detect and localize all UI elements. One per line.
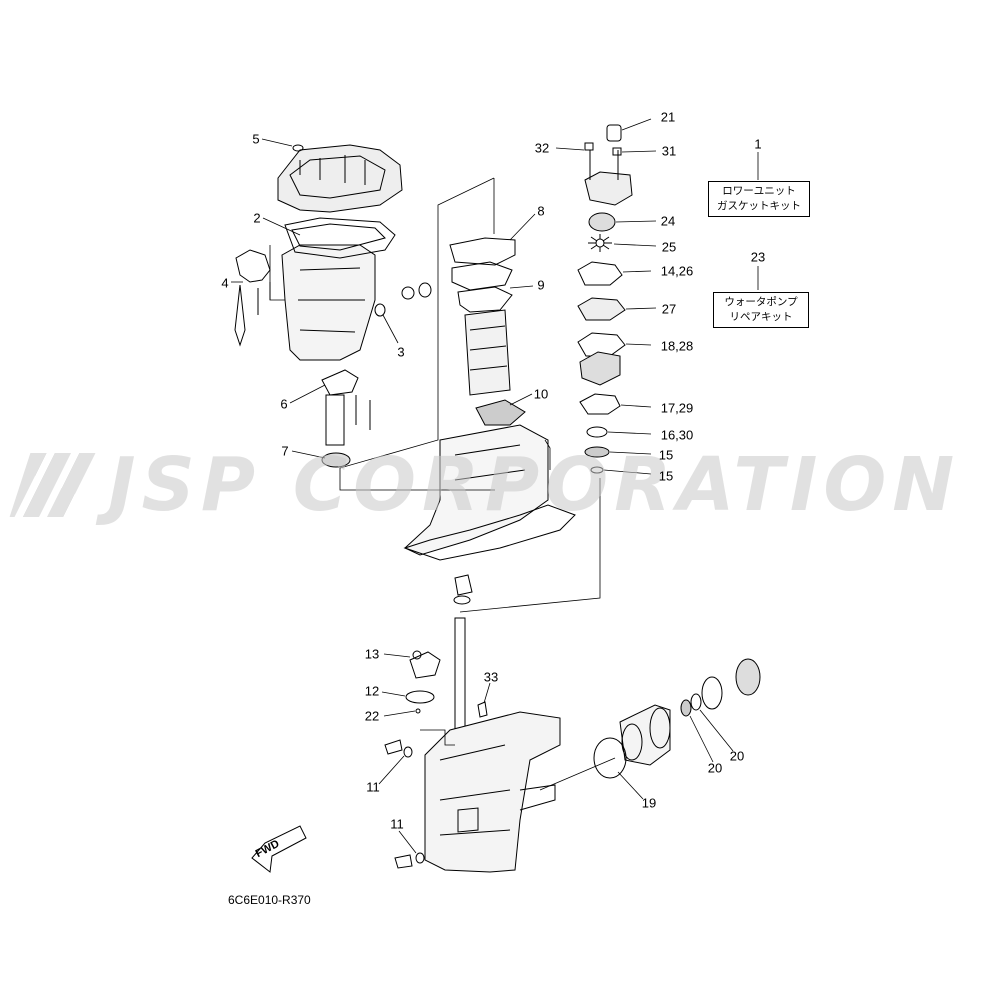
callout-11b: 11 [390,816,404,832]
callout-3: 3 [397,344,405,360]
callout-25: 25 [661,239,677,255]
o-ring-part [405,690,435,704]
callout-2: 2 [253,210,261,226]
callout-22: 22 [364,708,380,724]
upper-casing-part [277,144,403,361]
oil-seal-part [690,693,702,711]
driveshaft-part [454,617,466,739]
leader-lines [231,118,759,854]
callout-15b: 15 [658,468,674,484]
callout-6: 6 [280,396,288,412]
drive-shaft-housing-part [403,424,576,561]
exhaust-guide-part [464,309,511,396]
water-pump-parts [577,124,633,474]
exhaust-gasket-part [475,399,526,426]
callout-8: 8 [537,203,545,219]
lower-case-part [424,711,561,873]
callout-20a: 20 [707,760,723,776]
callout-7: 7 [281,443,289,459]
callout-16-30: 16,30 [660,427,694,443]
callout-31: 31 [661,143,677,159]
ring-nut-part [735,658,761,696]
bushing-part [453,574,473,605]
callout-4: 4 [221,275,229,291]
lower-unit-gasket-kit-label: ロワーユニット ガスケットキット [708,181,810,217]
callout-33: 33 [483,669,499,685]
kit-line: ロワーユニット [722,185,796,197]
drain-screw-part [415,852,425,864]
callout-19: 19 [641,795,657,811]
callout-12: 12 [364,683,380,699]
o-ring-large-part [593,737,627,779]
oil-seal-part [321,452,351,468]
diagram-code: 6C6E010-R370 [228,893,311,907]
washer-part [292,144,304,152]
seal-part [374,282,432,317]
propeller-shaft-housing-part [619,704,671,766]
bracket-part [234,249,271,347]
drain-screw-part [403,746,413,758]
callout-15a: 15 [658,447,674,463]
water-pump-repair-kit-label: ウォータポンプ リペアキット [713,292,809,328]
callout-9: 9 [537,277,545,293]
callout-17-29: 17,29 [660,400,694,416]
callout-21: 21 [660,109,676,125]
fwd-arrow-icon [251,825,307,873]
callout-32: 32 [534,140,550,156]
callout-27: 27 [661,301,677,317]
bearing-part [701,676,723,710]
kit-line: ガスケットキット [717,200,801,212]
callout-13: 13 [364,646,380,662]
cover-part [409,650,441,679]
water-pipe-part [321,369,371,446]
callout-23: 23 [750,249,766,265]
callout-5: 5 [252,131,260,147]
kit-line: リペアキット [729,311,793,323]
gasket-part [449,237,516,313]
callout-24: 24 [660,213,676,229]
callout-11a: 11 [366,779,380,795]
callout-18-28: 18,28 [660,338,694,354]
callout-10: 10 [533,386,549,402]
oil-seal-part [680,699,692,717]
callout-1: 1 [754,136,762,152]
small-o-ring-part [415,708,421,714]
callout-20b: 20 [729,748,745,764]
callout-14-26: 14,26 [660,263,694,279]
kit-line: ウォータポンプ [724,296,798,308]
clip-part [477,701,488,718]
assembly-lines [269,177,601,746]
